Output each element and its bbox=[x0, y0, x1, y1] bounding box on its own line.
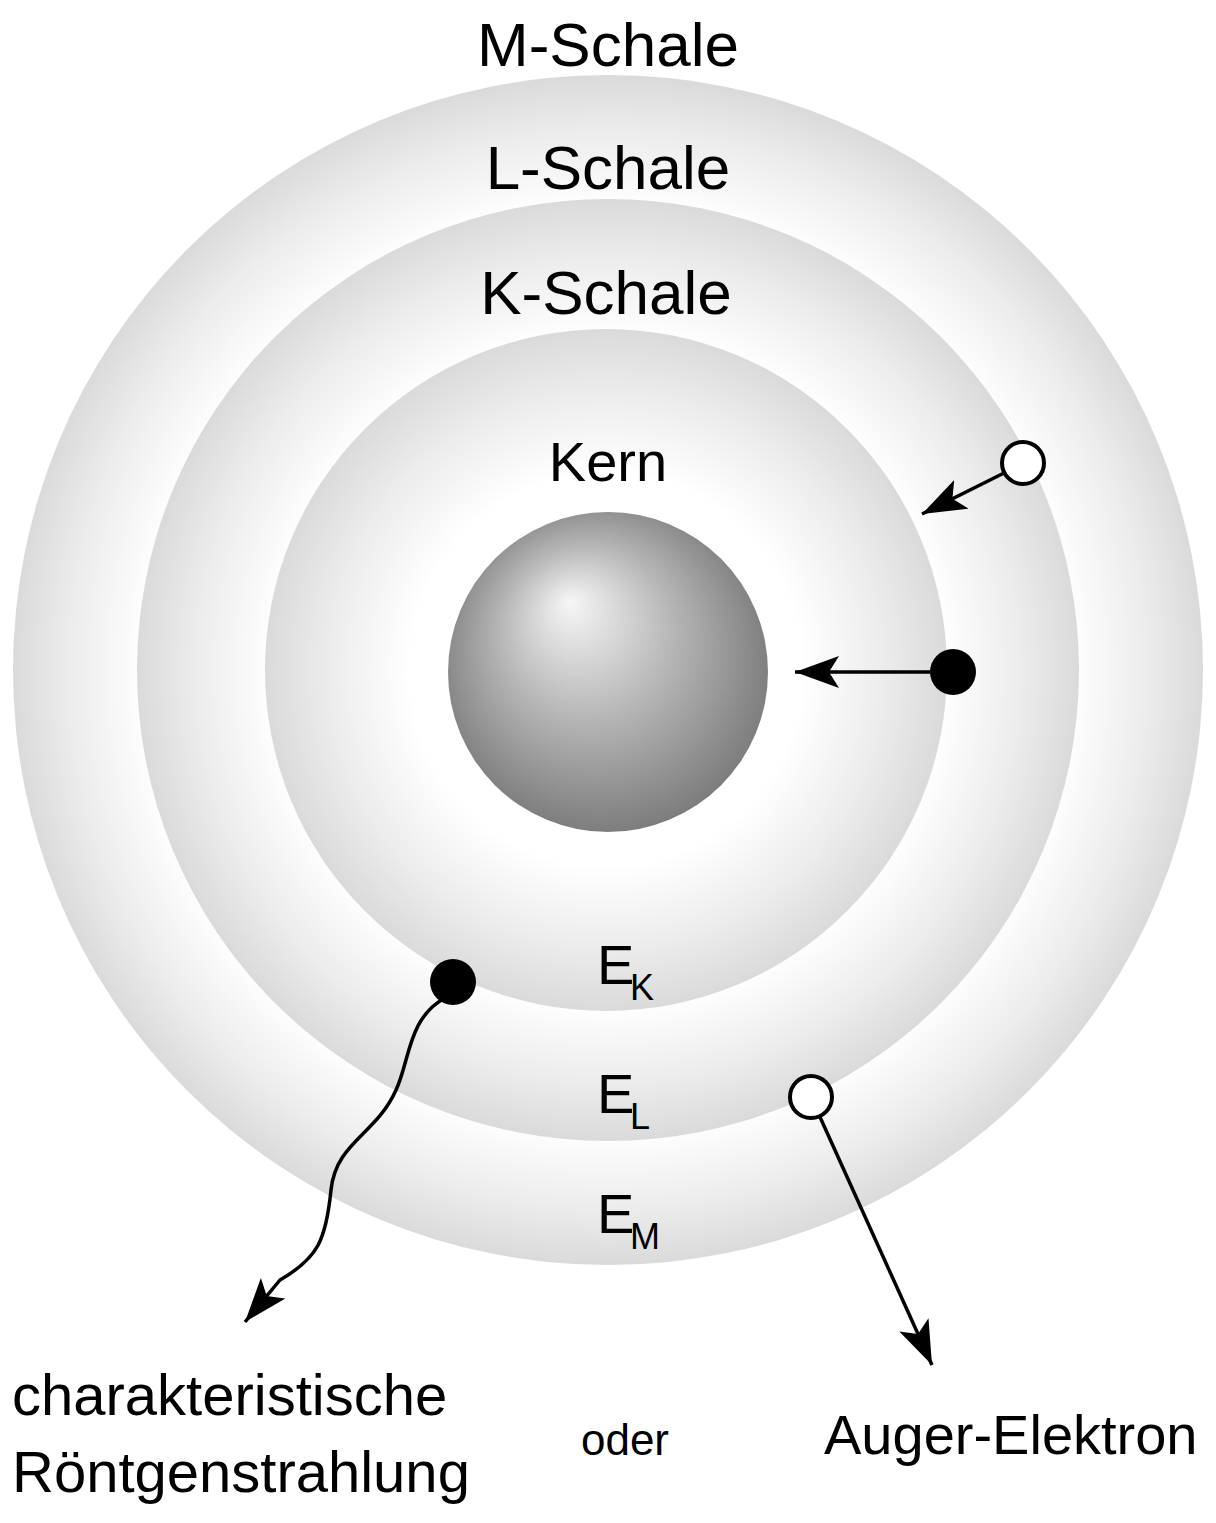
shell-label: L-Schale bbox=[137, 132, 1079, 203]
conjunction-label: oder bbox=[581, 1415, 669, 1466]
nucleus-label: Kern bbox=[448, 430, 768, 494]
auger-arrow bbox=[820, 1117, 932, 1365]
caption-label: Auger-Elektron bbox=[824, 1403, 1198, 1467]
photon-wave bbox=[245, 998, 445, 1322]
nucleus-sphere bbox=[448, 512, 768, 832]
shell-fill bbox=[265, 329, 947, 1011]
transition-arrow bbox=[922, 473, 1004, 514]
shell-fill bbox=[137, 199, 1079, 1141]
shell-label: K-Schale bbox=[265, 257, 947, 328]
energy-subscript: M bbox=[630, 1216, 660, 1257]
k-shell: KernK-Schale bbox=[265, 329, 947, 1011]
auger-electron bbox=[790, 1076, 832, 1118]
nucleus-fill bbox=[448, 512, 768, 832]
nucleus: Kern bbox=[448, 512, 768, 832]
shell-label: M-Schale bbox=[13, 9, 1203, 80]
ejection-arrow bbox=[795, 670, 930, 674]
energy-subscript: L bbox=[630, 1096, 650, 1137]
energy-symbol: E bbox=[597, 1182, 634, 1246]
shell-fill bbox=[13, 75, 1203, 1265]
electron bbox=[430, 959, 476, 1005]
vacancy-electron bbox=[1002, 442, 1044, 484]
electron bbox=[930, 649, 976, 695]
energy-subscript: K bbox=[630, 967, 654, 1008]
energy-symbol: E bbox=[597, 1062, 634, 1126]
caption-label: charakteristische Röntgenstrahlung bbox=[12, 1357, 492, 1510]
energy-symbol: E bbox=[597, 933, 634, 997]
